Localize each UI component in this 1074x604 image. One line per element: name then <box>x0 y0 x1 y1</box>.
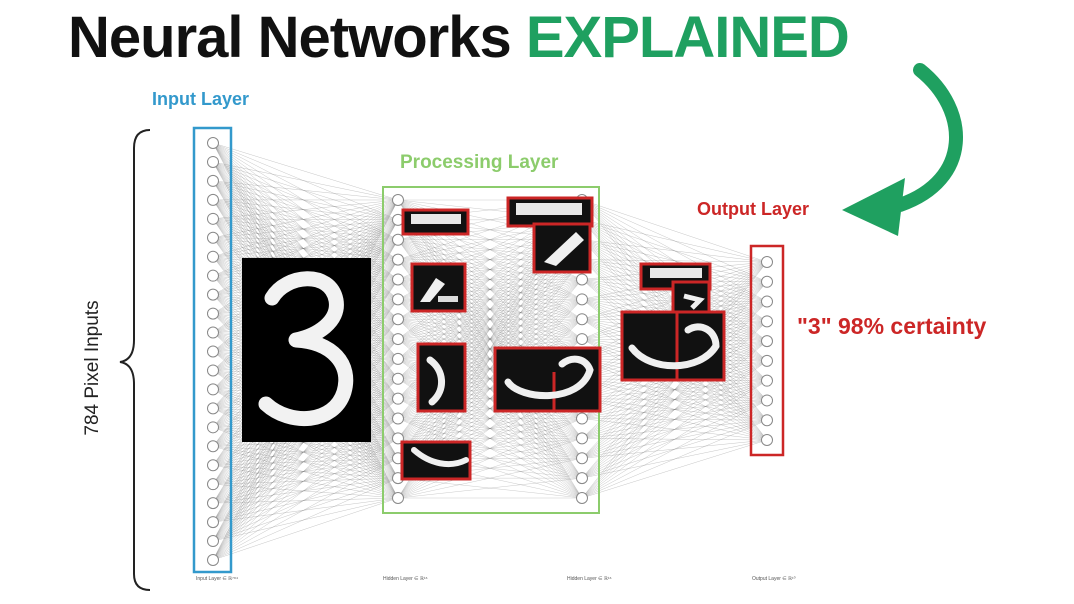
feature-patch-diagonal <box>534 224 590 272</box>
certainty-label: "3" 98% certainty <box>797 313 986 340</box>
connection-line <box>213 498 398 560</box>
input-neuron <box>208 498 219 509</box>
green-curved-arrow <box>842 70 956 236</box>
hidden-neuron-1 <box>393 393 404 404</box>
footer-output-layer: Output Layer ∈ ℝ¹⁰ <box>752 576 796 582</box>
input-neuron <box>208 289 219 300</box>
input-neuron <box>208 232 219 243</box>
input-neuron <box>208 441 219 452</box>
hidden-neuron-1 <box>393 195 404 206</box>
input-brace <box>120 130 150 590</box>
output-neuron <box>762 415 773 426</box>
hidden-neuron-2 <box>577 334 588 345</box>
output-neuron <box>762 355 773 366</box>
output-neuron <box>762 257 773 268</box>
digit-3-input-image <box>242 258 371 442</box>
footer-hidden-layer-1: Hidden Layer ∈ ℝ¹⁶ <box>383 576 428 582</box>
hidden-neuron-1 <box>393 314 404 325</box>
input-neuron <box>208 555 219 566</box>
hidden-neuron-2 <box>577 314 588 325</box>
hidden-neuron-1 <box>393 254 404 265</box>
input-neuron <box>208 308 219 319</box>
input-neuron <box>208 384 219 395</box>
footer-input-layer: Input Layer ∈ ℝ⁷⁸⁴ <box>196 576 238 582</box>
hidden-neuron-2 <box>577 433 588 444</box>
output-neuron <box>762 395 773 406</box>
output-neuron <box>762 435 773 446</box>
feature-patch-bottom-arc <box>402 442 470 479</box>
hidden-neuron-1 <box>393 334 404 345</box>
input-neuron <box>208 536 219 547</box>
input-neuron <box>208 422 219 433</box>
input-neuron <box>208 460 219 471</box>
page-title: Neural Networks EXPLAINED <box>68 6 849 70</box>
output-neuron <box>762 375 773 386</box>
hidden-neuron-2 <box>577 473 588 484</box>
footer-hidden-layer-2: Hidden Layer ∈ ℝ¹⁶ <box>567 576 612 582</box>
hidden-neuron-1 <box>393 373 404 384</box>
hidden-neuron-1 <box>393 413 404 424</box>
connection-line <box>213 478 398 522</box>
connection-line <box>213 478 398 484</box>
connection-line <box>213 465 398 478</box>
hidden-neuron-2 <box>577 493 588 504</box>
title-explained: EXPLAINED <box>526 5 849 70</box>
feature-patch-curve-left <box>418 344 465 411</box>
hidden-neuron-1 <box>393 234 404 245</box>
input-neuron <box>208 156 219 167</box>
output-layer-label: Output Layer <box>697 199 809 220</box>
input-neuron <box>208 346 219 357</box>
input-neuron <box>208 479 219 490</box>
input-neuron <box>208 365 219 376</box>
processing-layer-label: Processing Layer <box>400 152 558 174</box>
connection-line <box>582 240 767 262</box>
input-neuron <box>208 251 219 262</box>
pixel-inputs-label: 784 Pixel Inputs <box>82 258 104 478</box>
output-neuron <box>762 336 773 347</box>
hidden-neuron-2 <box>577 413 588 424</box>
hidden-neuron-1 <box>393 294 404 305</box>
hidden-neuron-2 <box>577 453 588 464</box>
input-neuron <box>208 138 219 149</box>
input-neuron <box>208 517 219 528</box>
input-neuron <box>208 213 219 224</box>
input-layer-label: Input Layer <box>152 89 249 110</box>
hidden-neuron-2 <box>577 294 588 305</box>
output-neuron <box>762 296 773 307</box>
hidden-neuron-1 <box>393 274 404 285</box>
input-neuron <box>208 175 219 186</box>
input-neuron <box>208 327 219 338</box>
input-neuron <box>208 403 219 414</box>
input-neuron <box>208 194 219 205</box>
output-neuron <box>762 276 773 287</box>
connection-line <box>213 458 398 503</box>
output-neuron <box>762 316 773 327</box>
title-neural-networks: Neural Networks <box>68 5 511 70</box>
feature-patch-top-right-bar <box>508 198 592 226</box>
connection-line <box>582 381 767 498</box>
feature-patch-corner <box>412 264 465 311</box>
hidden-neuron-2 <box>577 274 588 285</box>
input-neuron <box>208 270 219 281</box>
hidden-neuron-1 <box>393 353 404 364</box>
hidden-neuron-1 <box>393 493 404 504</box>
feature-patch-combined-3 <box>622 264 724 380</box>
feature-patch-top-bar <box>403 210 468 234</box>
feature-patch-lower-curve <box>495 348 600 411</box>
